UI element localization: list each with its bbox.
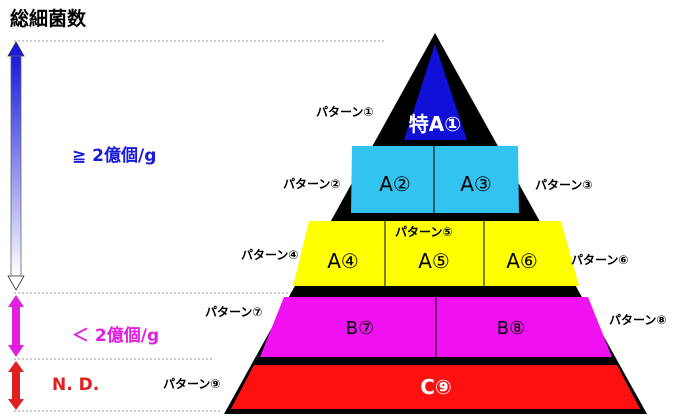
pattern-label-4: パターン④ xyxy=(241,248,299,262)
pattern-label-7: パターン⑦ xyxy=(205,305,263,319)
pattern-label-3: パターン③ xyxy=(535,178,593,192)
pattern-label-8: パターン⑧ xyxy=(609,313,667,327)
tier-3-shape xyxy=(293,221,579,286)
tier-1-shape xyxy=(404,44,467,140)
diagram-title: 総細菌数 xyxy=(10,8,87,30)
pattern-label-2: パターン② xyxy=(283,177,341,191)
low-range-label: N. D. xyxy=(52,375,100,395)
cell-label-8: B⑧ xyxy=(497,318,526,339)
high-range-label: ≧ 2億個/g xyxy=(72,146,157,166)
cell-label-7: B⑦ xyxy=(346,318,375,339)
tier-5-shape xyxy=(231,365,640,409)
cell-label-2: A② xyxy=(379,172,411,196)
tier-2-shape xyxy=(351,146,519,213)
low-range-arrow xyxy=(8,361,24,410)
cell-label-3: A③ xyxy=(460,172,492,196)
mid-range-arrow xyxy=(8,295,24,357)
cell-label-1: 特A① xyxy=(409,112,461,136)
cell-label-6: A⑥ xyxy=(506,249,538,273)
cell-label-5: A⑤ xyxy=(418,249,450,273)
mid-range-label: ＜ 2億個/g xyxy=(72,326,160,346)
pattern-label-6: パターン⑥ xyxy=(571,253,629,267)
pattern-label-5: パターン⑤ xyxy=(395,225,453,239)
cell-label-4: A④ xyxy=(327,249,359,273)
pattern-label-1: パターン① xyxy=(316,105,374,119)
high-range-arrow xyxy=(7,41,25,291)
cell-label-9: C⑨ xyxy=(420,375,452,399)
pattern-label-9: パターン⑨ xyxy=(163,377,221,391)
